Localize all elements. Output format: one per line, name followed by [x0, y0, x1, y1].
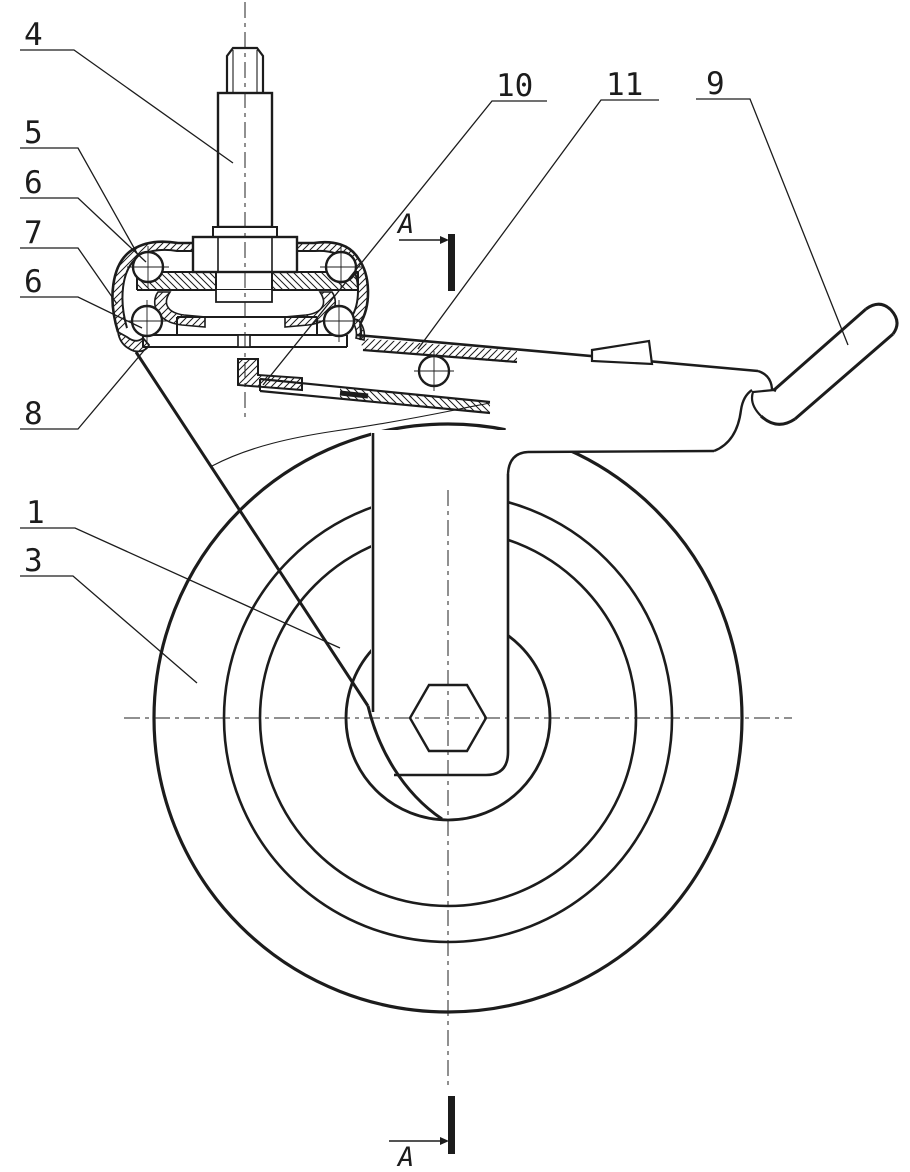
brake-mechanism: [237, 351, 491, 415]
callout-3-label: 3: [24, 543, 43, 579]
callout-11-leader: [417, 99, 659, 350]
callout-6-lower-label: 6: [24, 264, 43, 300]
callout-1-label: 1: [26, 495, 45, 531]
section-arrowhead-top: [440, 236, 449, 244]
swivel-bearing-assembly: [111, 240, 370, 353]
callout-11-label: 11: [606, 67, 643, 103]
callout-8-leader: [20, 346, 148, 430]
lever-lower-edge: [794, 332, 894, 421]
housing-top-edge: [355, 333, 759, 373]
stem-thread-roots: [232, 50, 258, 93]
brake-plate-section: [340, 387, 490, 413]
fork-bottom-sweep: [366, 705, 443, 821]
callout-4-leader: [20, 49, 234, 164]
housing-bottom-edge: [527, 449, 715, 454]
callout-3-leader: [20, 575, 198, 684]
housing-bottom-right-curve: [713, 389, 753, 453]
callout-4-label: 4: [24, 17, 43, 53]
brake-housing-body: [356, 330, 776, 470]
stem-boss-inner-lines: [217, 237, 273, 272]
callout-1-leader: [20, 527, 341, 649]
race-s-strip-right: [284, 291, 337, 328]
section-label-top: A: [396, 209, 414, 240]
callout-7-leader: [20, 247, 118, 305]
brake-lever-body: [744, 304, 895, 425]
dome-cover-section: [112, 241, 369, 332]
callout-10-label: 10: [496, 68, 533, 104]
lever-tip: [865, 302, 899, 335]
lever-upper-edge: [773, 307, 867, 392]
callout-9-leader: [696, 98, 849, 346]
housing-top-plate-section: [360, 338, 517, 363]
section-marker-bottom: A: [389, 1096, 455, 1172]
brake-lever: [750, 302, 899, 426]
fork-leg-body: [371, 430, 509, 776]
fork-gusset-edge: [134, 351, 370, 707]
callout-10-leader: [262, 100, 547, 386]
brake-pedal-tab: [590, 339, 654, 366]
callout-8-label: 8: [24, 396, 43, 432]
callout-leaders: [20, 49, 849, 684]
callout-9-label: 9: [706, 66, 725, 102]
callout-7-label: 7: [24, 215, 43, 251]
closure-tick: [237, 334, 251, 348]
housing-bottom-left-corner: [506, 450, 529, 475]
lever-hinge-joint: [750, 388, 775, 417]
dome-outer-edge: [111, 240, 370, 333]
section-arrowhead-bottom: [440, 1137, 449, 1145]
callout-5-label: 5: [24, 115, 43, 151]
callout-6-upper-label: 6: [24, 165, 43, 201]
section-marker-top: A: [396, 209, 455, 291]
brake-plate-top-edge: [259, 377, 491, 404]
break-line: [211, 402, 491, 467]
callout-6-upper-leader: [20, 197, 147, 263]
fork-right-and-bottom-edge: [394, 474, 510, 777]
brake-plate-bottom-edge: [259, 389, 491, 415]
brake-plate-pin: [339, 390, 369, 399]
brake-pivot-crosshair: [414, 351, 454, 391]
callout-6-lower-leader: [20, 296, 143, 329]
centerlines: [124, 2, 792, 1086]
section-label-bottom: A: [396, 1142, 414, 1172]
callout-5-leader: [20, 147, 139, 256]
race-s-strip-left: [153, 291, 206, 328]
callout-labels: 4 5 6 7 6 8 1 3 10 11 9: [24, 17, 725, 579]
ball-crosshairs: [126, 246, 362, 342]
housing-end-cap: [757, 369, 777, 393]
kingpin-block: [215, 290, 273, 303]
lever-bottom-cap: [759, 414, 796, 426]
